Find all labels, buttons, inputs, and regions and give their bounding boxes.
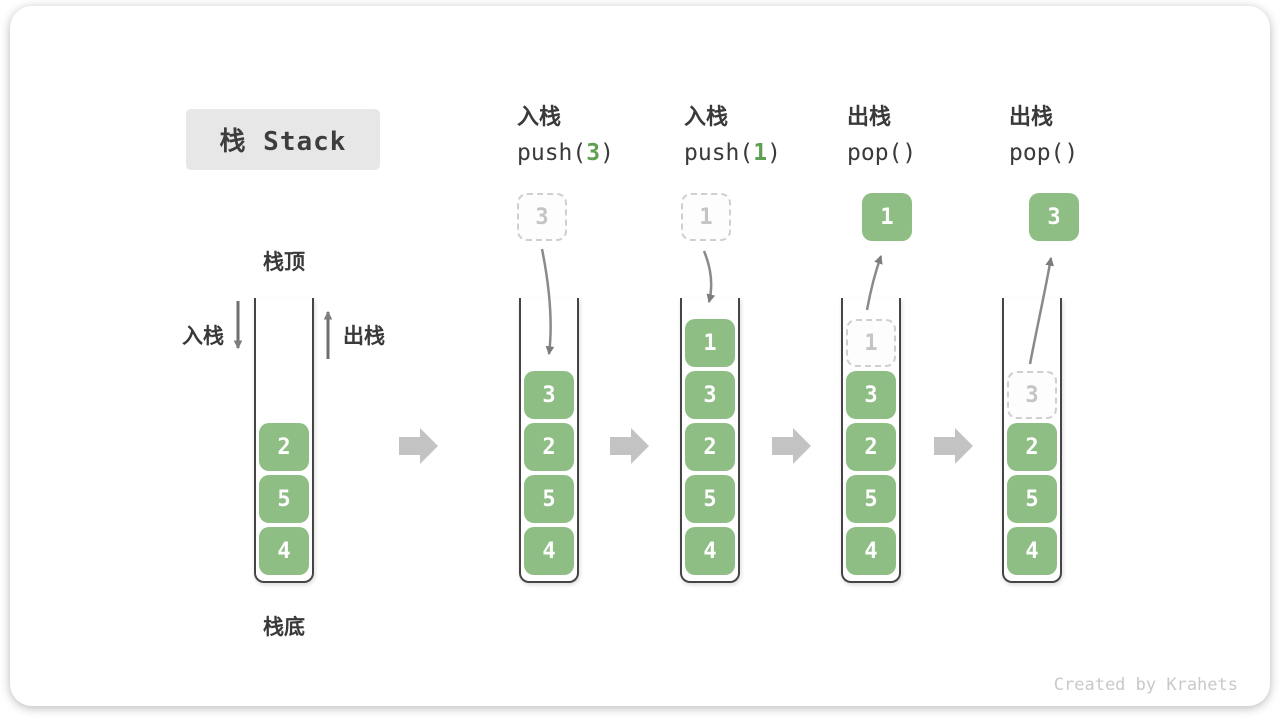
stack-container-pop-1: 1 3 2 5 4 xyxy=(841,298,901,583)
code-prefix: pop( xyxy=(1009,140,1065,166)
cell-value: 5 xyxy=(864,486,878,512)
cell-value: 1 xyxy=(703,330,717,356)
cell-value: 3 xyxy=(864,382,878,408)
cell-value: 5 xyxy=(1025,486,1039,512)
pop-direction-label: 出栈 xyxy=(343,325,385,348)
cell-value: 4 xyxy=(277,538,291,564)
code-suffix: ) xyxy=(1064,140,1079,166)
code-arg: 3 xyxy=(586,140,601,166)
incoming-value: 3 xyxy=(535,204,549,230)
watermark: Created by Krahets xyxy=(1053,675,1238,695)
cell-value: 2 xyxy=(703,434,717,460)
stack-cell: 3 xyxy=(524,371,574,419)
op-header-push-3: 入栈 push(3) xyxy=(517,104,614,167)
popped-value-box: 1 xyxy=(862,193,912,241)
op-code: pop() xyxy=(847,139,916,167)
popped-value-box: 3 xyxy=(1029,193,1079,241)
stack-cell: 1 xyxy=(685,319,735,367)
popped-value: 1 xyxy=(880,204,894,230)
incoming-value-box: 3 xyxy=(517,193,567,241)
code-suffix: ) xyxy=(902,140,917,166)
cell-value: 3 xyxy=(542,382,556,408)
stack-cell: 4 xyxy=(524,527,574,575)
cell-value: 4 xyxy=(703,538,717,564)
op-code: push(3) xyxy=(517,139,614,167)
stack-cell: 3 xyxy=(685,371,735,419)
incoming-value: 1 xyxy=(699,204,713,230)
code-arg: 1 xyxy=(753,140,768,166)
cell-value: 1 xyxy=(864,330,878,356)
incoming-value-box: 1 xyxy=(681,193,731,241)
stack-cell: 4 xyxy=(685,527,735,575)
cell-value: 4 xyxy=(1025,538,1039,564)
cell-value: 2 xyxy=(1025,434,1039,460)
op-label: 出栈 xyxy=(1009,104,1054,129)
op-code: push(1) xyxy=(684,139,781,167)
op-label: 入栈 xyxy=(684,104,729,129)
push-direction-label: 入栈 xyxy=(182,325,224,348)
title-box: 栈 Stack xyxy=(186,109,380,170)
stack-cell: 2 xyxy=(846,423,896,471)
stack-cell: 4 xyxy=(1007,527,1057,575)
stack-cell: 4 xyxy=(846,527,896,575)
cell-value: 4 xyxy=(542,538,556,564)
cell-value: 2 xyxy=(277,434,291,460)
cell-value: 5 xyxy=(703,486,717,512)
stack-cell: 2 xyxy=(1007,423,1057,471)
page-title: 栈 Stack xyxy=(219,127,347,157)
code-suffix: ) xyxy=(767,140,781,166)
code-prefix: pop( xyxy=(847,140,903,166)
op-label: 出栈 xyxy=(847,104,892,129)
stack-cell: 5 xyxy=(259,475,309,523)
cell-value: 3 xyxy=(1025,382,1039,408)
stack-cell-ghost: 1 xyxy=(846,319,896,367)
stack-cell: 5 xyxy=(846,475,896,523)
stack-bottom-label: 栈底 xyxy=(263,616,305,639)
stack-cell: 2 xyxy=(524,423,574,471)
stack-cell: 5 xyxy=(524,475,574,523)
cell-value: 5 xyxy=(277,486,291,512)
stack-cell: 2 xyxy=(259,423,309,471)
stack-cell: 5 xyxy=(685,475,735,523)
stack-cell-ghost: 3 xyxy=(1007,371,1057,419)
stack-cell: 3 xyxy=(846,371,896,419)
popped-value: 3 xyxy=(1047,204,1061,230)
code-prefix: push( xyxy=(684,140,754,166)
cell-value: 3 xyxy=(703,382,717,408)
cell-value: 4 xyxy=(864,538,878,564)
stack-cell: 4 xyxy=(259,527,309,575)
stack-cell: 5 xyxy=(1007,475,1057,523)
op-header-pop-1: 出栈 pop() xyxy=(847,104,916,167)
stack-container-push-3: 3 2 5 4 xyxy=(519,298,579,583)
op-label: 入栈 xyxy=(517,104,562,129)
stack-container-push-1: 1 3 2 5 4 xyxy=(680,298,740,583)
stack-container-pop-3: 3 2 5 4 xyxy=(1002,298,1062,583)
cell-value: 2 xyxy=(864,434,878,460)
op-code: pop() xyxy=(1009,139,1078,167)
cell-value: 5 xyxy=(542,486,556,512)
cell-value: 2 xyxy=(542,434,556,460)
stack-top-label: 栈顶 xyxy=(263,251,305,274)
stack-cell: 2 xyxy=(685,423,735,471)
op-header-push-1: 入栈 push(1) xyxy=(684,104,781,167)
stack-container-initial: 2 5 4 xyxy=(254,298,314,583)
code-suffix: ) xyxy=(600,140,614,166)
code-prefix: push( xyxy=(517,140,587,166)
op-header-pop-3: 出栈 pop() xyxy=(1009,104,1078,167)
